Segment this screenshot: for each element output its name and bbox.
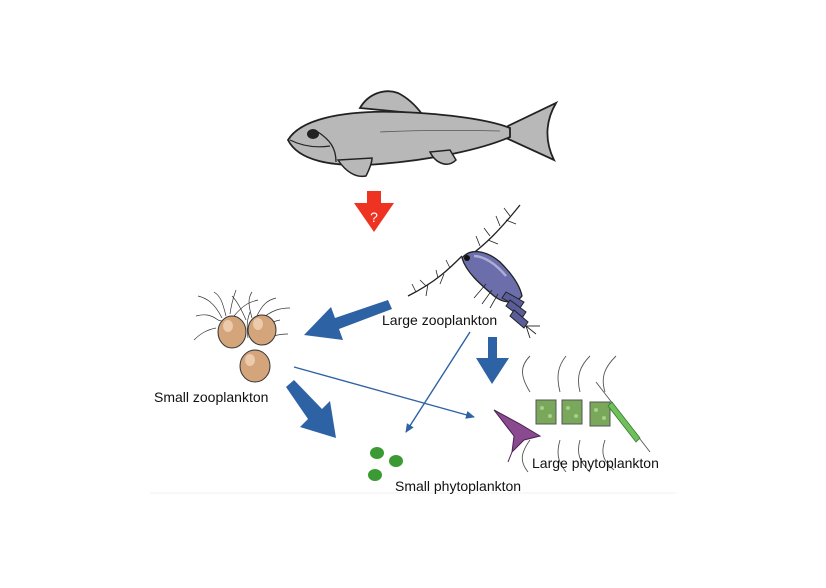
fish-eye xyxy=(307,129,319,139)
fish-mouth-line xyxy=(289,139,331,148)
fish-body xyxy=(286,110,511,166)
fish-lateral-line xyxy=(379,129,501,133)
arrow-large-to-small-zoo xyxy=(304,300,392,340)
predation-question-arrow: ? xyxy=(354,191,394,232)
fish-pectoral-fin xyxy=(336,157,373,178)
label-large-zooplankton: Large zooplankton xyxy=(382,312,498,328)
red-arrow-shape xyxy=(354,191,394,232)
fish-tail xyxy=(504,100,559,162)
fish-gill-line xyxy=(317,131,337,163)
small-zooplankton-illustration xyxy=(193,289,291,383)
question-mark: ? xyxy=(370,209,378,225)
arrow-small-zoo-to-small-phyto xyxy=(286,380,336,438)
arrow-large-zoo-to-small-phyto xyxy=(405,331,471,433)
label-large-phytoplankton: Large phytoplankton xyxy=(532,455,659,471)
arrow-small-zoo-to-large-phyto xyxy=(293,366,475,419)
thin-flow-arrows xyxy=(293,331,475,433)
fish-illustration xyxy=(286,90,559,178)
fish-pelvic-fin xyxy=(428,149,457,165)
arrow-large-zoo-to-large-phyto xyxy=(476,337,509,384)
flow-arrows xyxy=(286,300,509,438)
small-phytoplankton-illustration xyxy=(368,447,403,481)
fish-dorsal-fin xyxy=(358,90,424,116)
label-small-phytoplankton: Small phytoplankton xyxy=(395,478,522,494)
large-phytoplankton-illustration xyxy=(493,355,651,473)
label-small-zooplankton: Small zooplankton xyxy=(154,389,269,405)
copepod-illustration xyxy=(407,204,540,339)
